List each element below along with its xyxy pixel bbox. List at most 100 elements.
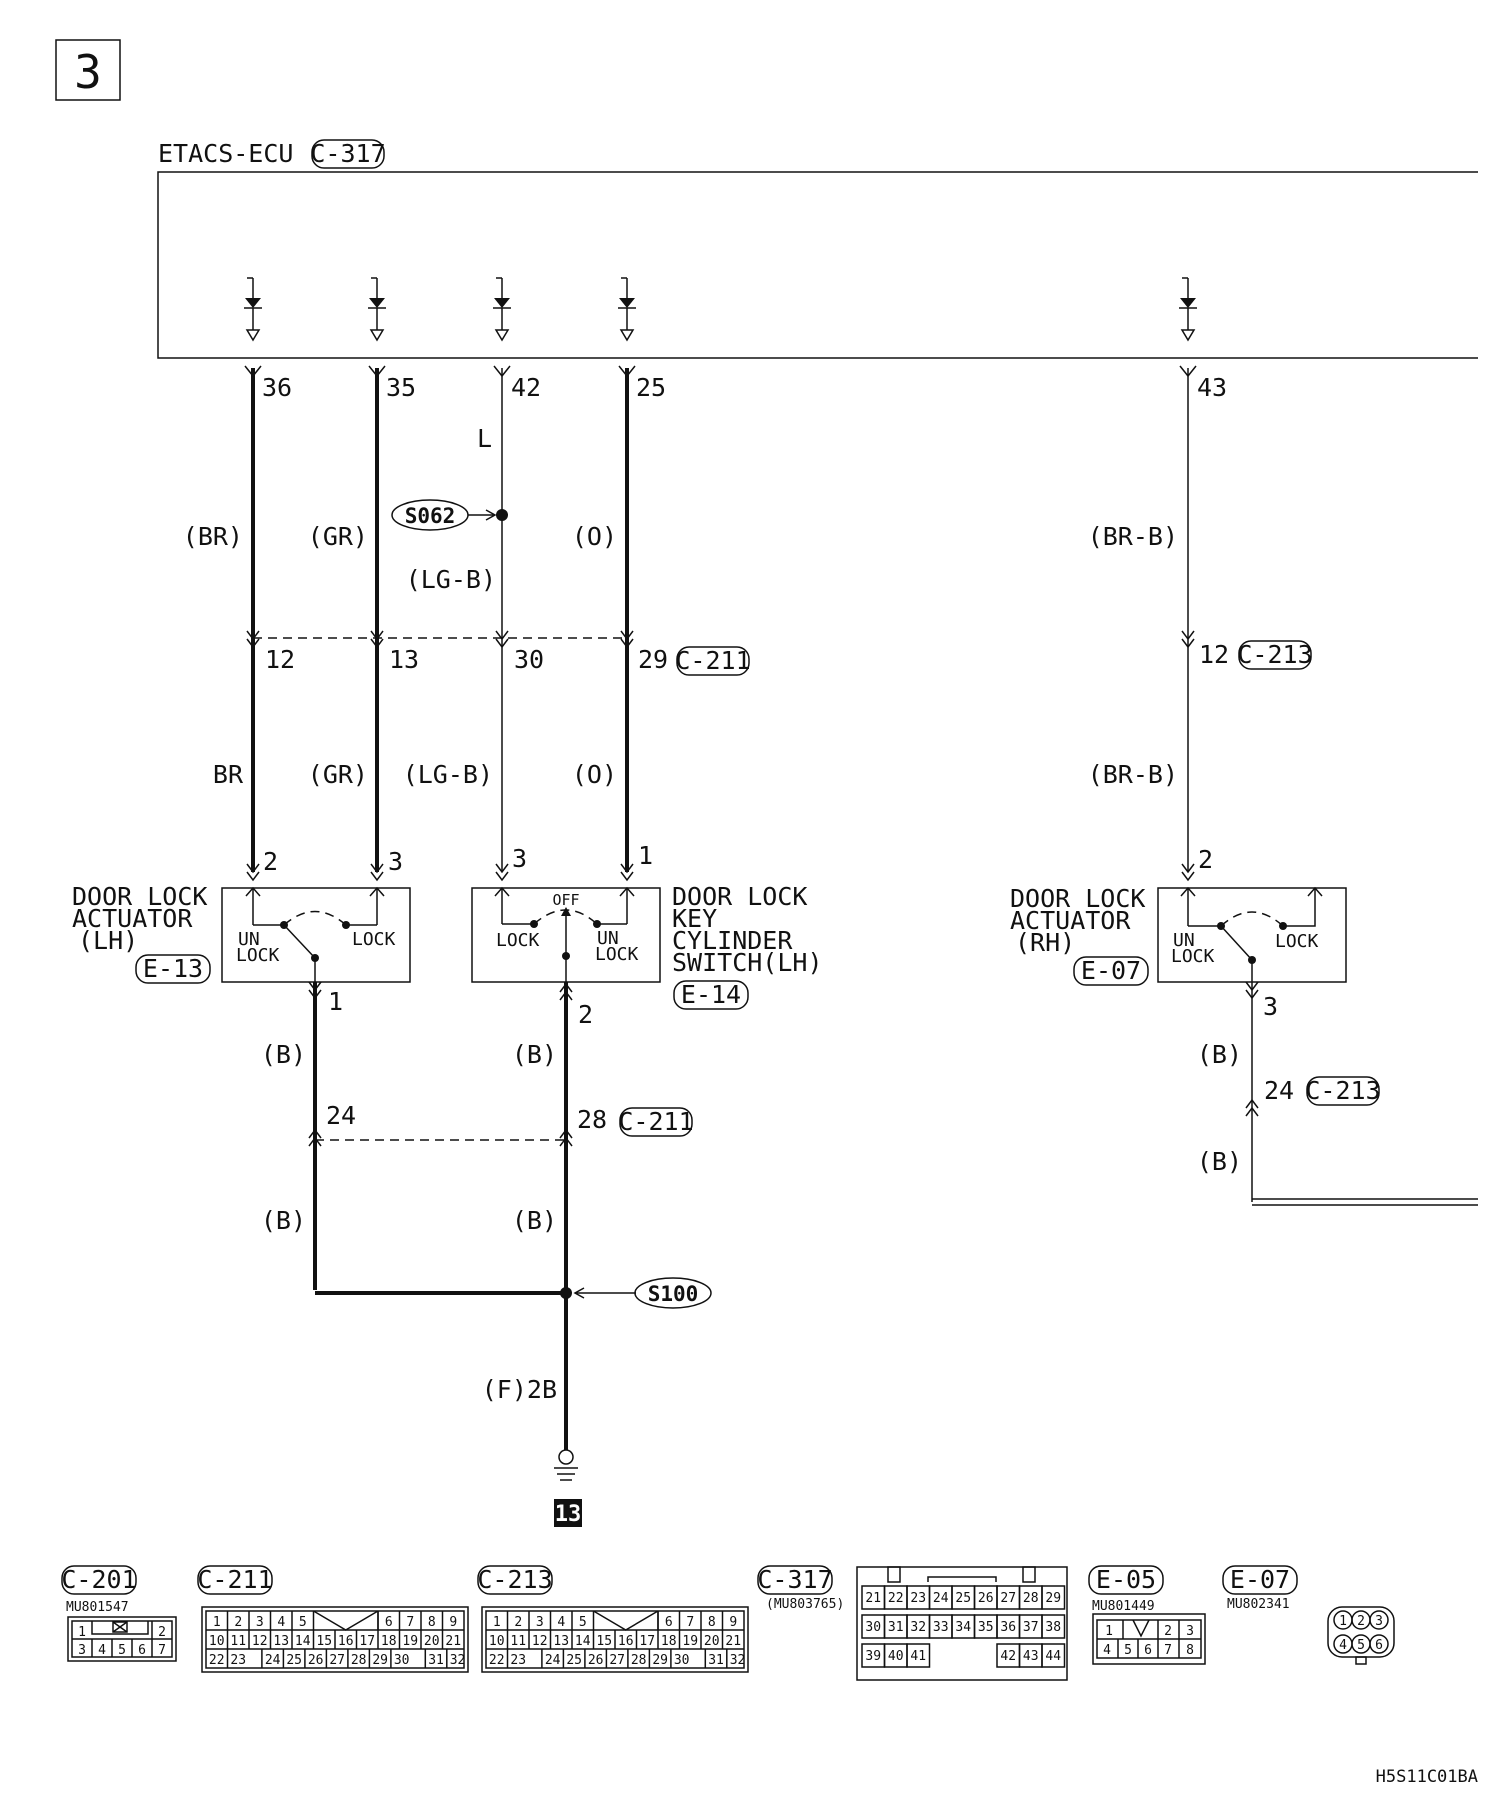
connector-pin: 7 [406, 1615, 414, 1630]
ecu-title: ETACS-ECU [158, 139, 293, 168]
connector-pin: 6 [385, 1615, 393, 1630]
connector-pin: 20 [424, 1634, 440, 1649]
connector-pin: 6 [665, 1615, 673, 1630]
connector-pin: 28 [1023, 1591, 1039, 1606]
connector-pin: 12 [252, 1634, 268, 1649]
pin-29-c211: 29 [638, 645, 668, 674]
connector-pin: 25 [566, 1653, 582, 1668]
key-switch-title-1: DOOR LOCK [672, 882, 807, 911]
connector-c211-lower: C-211 [618, 1107, 693, 1136]
connector-pin: 8 [708, 1615, 716, 1630]
splice-s100-tag [634, 1277, 712, 1309]
connector-e14: E-14 [681, 980, 741, 1009]
connector-pin: 34 [955, 1620, 971, 1635]
svg-text:7: 7 [1164, 1643, 1172, 1658]
pin-42: 42 [511, 373, 541, 402]
connector-pin: 30 [674, 1653, 690, 1668]
lh-actuator-title-1: DOOR LOCK [72, 882, 207, 911]
lh-unlock-label-2: LOCK [236, 945, 280, 966]
color-o-lower: (O) [572, 760, 617, 789]
svg-text:MU801449: MU801449 [1092, 1599, 1155, 1614]
connector-pin: 23 [510, 1653, 526, 1668]
svg-text:5: 5 [1124, 1643, 1132, 1658]
key-switch-title-2: KEY [672, 904, 717, 933]
connector-pin: 23 [910, 1591, 926, 1606]
connector-pin: 22 [888, 1591, 904, 1606]
connector-pin: 31 [708, 1653, 724, 1668]
connector-face-e07: E-07 MU802341 1 2 3 4 5 6 [1222, 1565, 1395, 1665]
connector-pin: 27 [609, 1653, 625, 1668]
connector-pin: 9 [449, 1615, 457, 1630]
splice-s062-label: S062 [405, 504, 456, 528]
pin-43: 43 [1197, 373, 1227, 402]
pin-3-e14: 3 [512, 844, 527, 873]
connector-pin: 14 [575, 1634, 591, 1649]
connector-pin: 22 [209, 1653, 225, 1668]
ecu-diode-35 [367, 277, 387, 341]
connector-pin: 24 [933, 1591, 949, 1606]
connector-pin: 23 [230, 1653, 246, 1668]
connector-pin: 5 [579, 1615, 587, 1630]
connector-pin: 28 [631, 1653, 647, 1668]
connector-pin: 32 [450, 1653, 466, 1668]
connector-c213-upper: C-213 [1237, 640, 1312, 669]
color-b-rh-lower: (B) [1197, 1147, 1242, 1176]
connector-pin: 1 [213, 1615, 221, 1630]
pin-1-e14: 1 [638, 841, 653, 870]
connector-pin: 9 [729, 1615, 737, 1630]
svg-text:E-07: E-07 [1230, 1565, 1290, 1594]
pin-12-c213: 12 [1199, 640, 1229, 669]
key-switch-unlock-2: LOCK [595, 944, 639, 965]
connector-pin: 12 [532, 1634, 548, 1649]
connector-pin: 4 [557, 1615, 565, 1630]
key-switch-off: OFF [552, 891, 579, 909]
pin-35: 35 [386, 373, 416, 402]
color-brb-upper: (BR-B) [1088, 522, 1178, 551]
connector-pin: 38 [1045, 1620, 1061, 1635]
connector-pin: 29 [652, 1653, 668, 1668]
connector-pin: 29 [1045, 1591, 1061, 1606]
connector-pin: 11 [510, 1634, 526, 1649]
connector-pin: 39 [865, 1649, 881, 1664]
connector-pin: 4 [277, 1615, 285, 1630]
svg-text:3: 3 [78, 1643, 86, 1658]
connector-pin: 26 [308, 1653, 324, 1668]
pin-24-c213: 24 [1264, 1076, 1294, 1105]
connector-c211-upper: C-211 [675, 646, 750, 675]
connector-pin: 14 [295, 1634, 311, 1649]
ecu-diode-25 [617, 277, 637, 341]
ecu-connector-label: C-317 [310, 139, 385, 168]
connector-pin: 19 [402, 1634, 418, 1649]
svg-text:3: 3 [1375, 1614, 1383, 1629]
pin-2-e13: 2 [263, 847, 278, 876]
connector-pin: 7 [686, 1615, 694, 1630]
svg-text:C-211: C-211 [197, 1565, 272, 1594]
connector-pin: 3 [256, 1615, 264, 1630]
svg-text:4: 4 [1339, 1638, 1347, 1653]
connector-pin: 18 [661, 1634, 677, 1649]
pin-2-e07: 2 [1198, 845, 1213, 874]
svg-text:MU801547: MU801547 [66, 1600, 129, 1615]
connector-pin: 5 [299, 1615, 307, 1630]
rh-actuator-title-3: (RH) [1015, 928, 1075, 957]
connector-pin: 3 [536, 1615, 544, 1630]
connector-pin: 27 [329, 1653, 345, 1668]
connector-pin: 40 [888, 1649, 904, 1664]
lh-lock-label: LOCK [352, 929, 396, 950]
connector-pin: 28 [351, 1653, 367, 1668]
color-b-d: (B) [512, 1206, 557, 1235]
pin-36: 36 [262, 373, 292, 402]
connector-pin: 24 [265, 1653, 281, 1668]
ground-point-number: 13 [555, 1502, 582, 1527]
svg-text:6: 6 [1144, 1643, 1152, 1658]
connector-pin: 44 [1045, 1649, 1061, 1664]
svg-text:5: 5 [1357, 1638, 1365, 1653]
connector-pin: 21 [865, 1591, 881, 1606]
connector-pin: 2 [514, 1615, 522, 1630]
connector-pin: 13 [273, 1634, 289, 1649]
rh-unlock-label-1: UN [1173, 930, 1195, 951]
connector-pin: 21 [725, 1634, 741, 1649]
color-gr-lower: (GR) [308, 760, 368, 789]
